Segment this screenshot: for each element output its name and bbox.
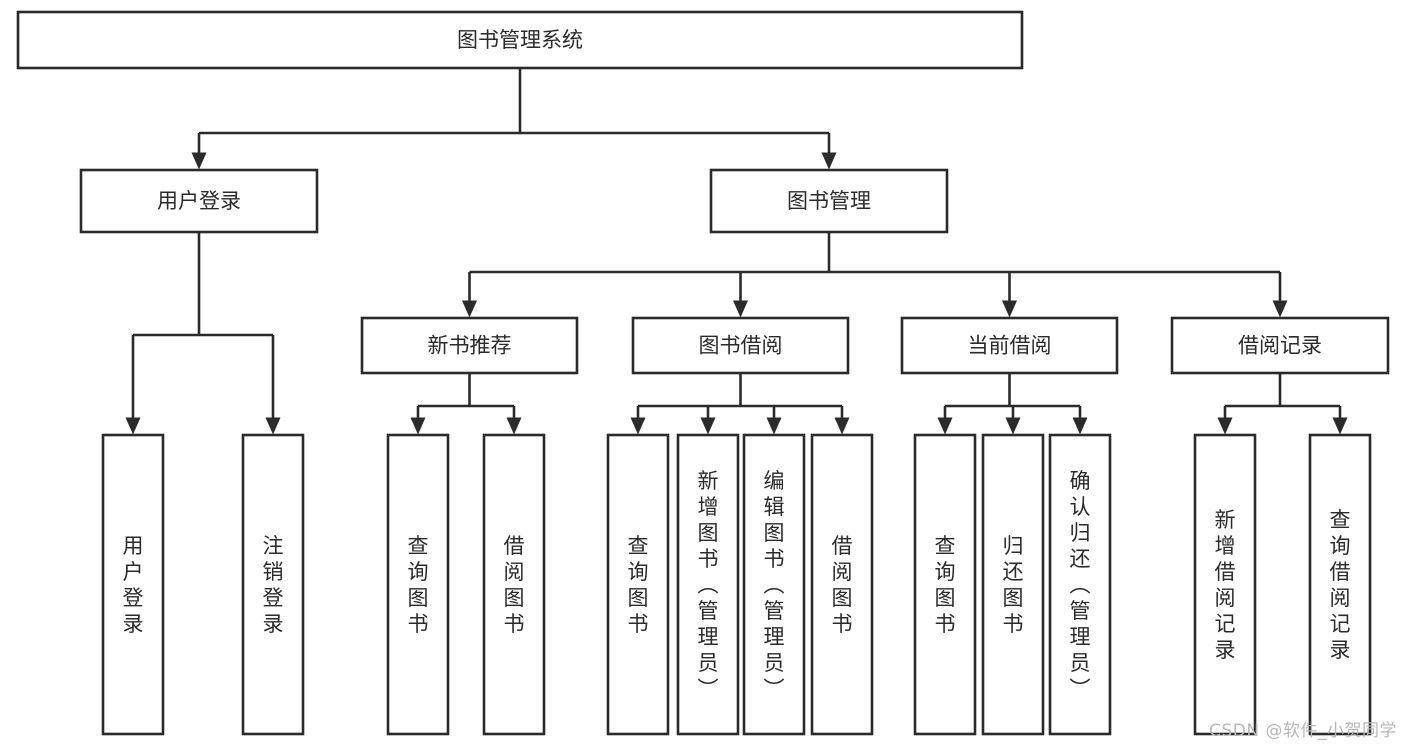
arrow-head-icon <box>1272 300 1288 318</box>
node-leaf-query-book-1[interactable]: 查询图书 <box>386 433 450 736</box>
node-box[interactable] <box>606 433 670 736</box>
node-book-borrow[interactable]: 图书借阅 <box>631 316 850 375</box>
node-leaf-query-record[interactable]: 查询借阅记录 <box>1308 433 1372 736</box>
connector-layer <box>125 68 1348 435</box>
connector-root-to-level2 <box>191 68 837 170</box>
node-label: 图书管理 <box>787 189 871 213</box>
arrow-head-icon <box>125 417 141 435</box>
node-label: 确认归还︵管理员︶ <box>1070 469 1091 701</box>
node-root-图书管理系统[interactable]: 图书管理系统 <box>16 10 1024 70</box>
node-label: 查询借阅记录 <box>1330 508 1351 662</box>
node-user-login[interactable]: 用户登录 <box>79 168 319 234</box>
arrow-head-icon <box>1332 417 1348 435</box>
node-label: 当前借阅 <box>968 334 1052 358</box>
node-label: 用户登录 <box>123 534 144 636</box>
node-box[interactable] <box>631 316 850 375</box>
node-label: 借阅图书 <box>832 534 853 636</box>
connector-book-manage-to-level3 <box>462 232 1288 318</box>
arrow-head-icon <box>1217 417 1233 435</box>
node-label: 图书管理系统 <box>457 28 583 52</box>
connector-new-book-rec-to-leaves <box>410 373 522 435</box>
arrow-head-icon <box>733 300 748 318</box>
node-leaf-borrow-book-2[interactable]: 借阅图书 <box>810 433 874 736</box>
node-label: 归还图书 <box>1003 534 1024 636</box>
watermark-text: CSDN @软件_小贺同学 <box>1209 721 1397 741</box>
node-box[interactable] <box>16 10 1024 70</box>
arrow-head-icon <box>506 417 522 435</box>
node-box[interactable] <box>241 433 305 736</box>
node-leaf-add-book[interactable]: 新增图书︵管理员︶ <box>676 433 740 736</box>
arrow-head-icon <box>265 417 281 435</box>
arrow-head-icon <box>821 152 837 170</box>
connector-user-login-to-leaves <box>125 232 281 435</box>
connector-borrow-record-to-leaves <box>1217 373 1348 435</box>
connector-current-borrow-to-leaves <box>937 373 1088 435</box>
node-label: 新书推荐 <box>428 334 512 358</box>
node-label: 借阅图书 <box>504 534 525 636</box>
node-label: 注销登录 <box>263 534 284 636</box>
node-box[interactable] <box>742 433 806 736</box>
arrow-head-icon <box>1005 417 1021 435</box>
node-leaf-edit-book[interactable]: 编辑图书︵管理员︶ <box>742 433 806 736</box>
arrow-head-icon <box>462 300 477 318</box>
node-leaf-borrow-book-1[interactable]: 借阅图书 <box>482 433 546 736</box>
node-new-book-rec[interactable]: 新书推荐 <box>360 316 579 375</box>
node-box[interactable] <box>900 316 1119 375</box>
arrow-head-icon <box>937 417 953 435</box>
arrow-head-icon <box>1072 417 1088 435</box>
node-leaf-return-book[interactable]: 归还图书 <box>981 433 1045 736</box>
node-label: 查询图书 <box>935 534 956 636</box>
node-label: 借阅记录 <box>1238 334 1322 358</box>
arrow-head-icon <box>766 417 782 435</box>
node-leaf-query-book-2[interactable]: 查询图书 <box>606 433 670 736</box>
node-box[interactable] <box>1048 433 1112 736</box>
arrow-head-icon <box>630 417 646 435</box>
node-label: 查询图书 <box>408 534 429 636</box>
node-box[interactable] <box>79 168 319 234</box>
node-label: 新增图书︵管理员︶ <box>698 469 719 701</box>
node-current-borrow[interactable]: 当前借阅 <box>900 316 1119 375</box>
node-box[interactable] <box>810 433 874 736</box>
node-box[interactable] <box>101 433 165 736</box>
node-label: 用户登录 <box>157 189 241 213</box>
node-leaf-add-record[interactable]: 新增借阅记录 <box>1193 433 1257 736</box>
arrow-head-icon <box>1002 300 1017 318</box>
node-leaf-logout[interactable]: 注销登录 <box>241 433 305 736</box>
node-label: 新增借阅记录 <box>1215 508 1236 662</box>
node-leaf-confirm-return[interactable]: 确认归还︵管理员︶ <box>1048 433 1112 736</box>
node-borrow-record[interactable]: 借阅记录 <box>1170 316 1390 375</box>
node-box[interactable] <box>386 433 450 736</box>
node-label: 查询图书 <box>628 534 649 636</box>
node-box[interactable] <box>1170 316 1390 375</box>
node-leaf-query-book-3[interactable]: 查询图书 <box>913 433 977 736</box>
node-box[interactable] <box>981 433 1045 736</box>
node-label: 图书借阅 <box>699 334 783 358</box>
arrow-head-icon <box>700 417 716 435</box>
node-box[interactable] <box>913 433 977 736</box>
node-box[interactable] <box>1193 433 1257 736</box>
arrow-head-icon <box>410 417 426 435</box>
node-box[interactable] <box>676 433 740 736</box>
node-box[interactable] <box>482 433 546 736</box>
node-layer: 图书管理系统用户登录图书管理新书推荐图书借阅当前借阅借阅记录用户登录注销登录查询… <box>16 10 1390 736</box>
connector-book-borrow-to-leaves <box>630 373 850 435</box>
node-box[interactable] <box>360 316 579 375</box>
node-box[interactable] <box>709 168 949 234</box>
node-book-manage[interactable]: 图书管理 <box>709 168 949 234</box>
node-leaf-user-login[interactable]: 用户登录 <box>101 433 165 736</box>
node-label: 编辑图书︵管理员︶ <box>764 469 785 701</box>
node-box[interactable] <box>1308 433 1372 736</box>
arrow-head-icon <box>834 417 850 435</box>
arrow-head-icon <box>191 152 207 170</box>
